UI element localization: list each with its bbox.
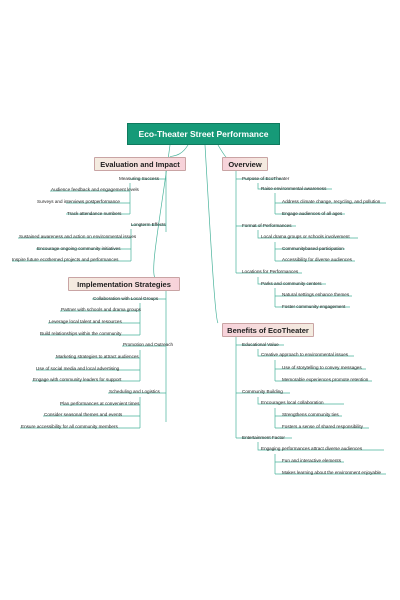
connector-root-benefits <box>204 144 219 324</box>
branch-evaluation[interactable]: Evaluation and Impact <box>94 157 186 171</box>
node-accessibility-diverse[interactable]: Accessibility for diverse audiences <box>282 257 352 262</box>
node-inspire-future[interactable]: Inspire future ecothemed projects and pe… <box>12 257 119 262</box>
root-node[interactable]: Eco-Theater Street Performance <box>127 123 280 145</box>
node-address-climate[interactable]: Address climate change, recycling, and p… <box>282 199 381 204</box>
connector-local <box>257 230 358 239</box>
node-partner-schools[interactable]: Partner with schools and drama groups <box>61 307 141 312</box>
node-collaboration[interactable]: Collaboration with Local Groups <box>93 296 159 301</box>
node-parks[interactable]: Parks and community centers <box>261 281 322 286</box>
connector-root-evaluation <box>169 144 189 158</box>
node-build-relationships[interactable]: Build relationships within the community <box>40 331 122 336</box>
node-entertainment[interactable]: Entertainment Factor <box>242 435 285 440</box>
node-marketing[interactable]: Marketing strategies to attract audience… <box>56 354 139 359</box>
node-social-media[interactable]: Use of social media and local advertisin… <box>36 366 120 371</box>
node-natural-settings[interactable]: Natural settings enhance themes <box>282 292 350 297</box>
node-community-participation[interactable]: Communitybased participation <box>282 246 344 251</box>
node-track-attendance[interactable]: Track attendance numbers <box>67 211 122 216</box>
node-foster-engagement[interactable]: Foster community engagement <box>282 304 346 309</box>
node-promotion[interactable]: Promotion and Outreach <box>123 342 174 347</box>
connector-raise <box>257 183 332 190</box>
node-encourage-initiatives[interactable]: Encourage ongoing community initiatives <box>37 246 121 251</box>
node-scheduling[interactable]: Scheduling and Logistics <box>109 389 160 394</box>
node-purpose[interactable]: Purpose of EcoTheater <box>242 176 290 181</box>
node-storytelling[interactable]: Use of storytelling to convey messages <box>282 365 362 370</box>
node-educational-value[interactable]: Educational Value <box>242 342 279 347</box>
node-plan-performances[interactable]: Plan performances at convenient times <box>60 401 140 406</box>
node-ensure-accessibility[interactable]: Ensure accessibility for all community m… <box>21 424 118 429</box>
connector-creative-items <box>274 360 372 382</box>
node-engaging-performances[interactable]: Engaging performances attract diverse au… <box>261 446 363 451</box>
connector-engaging-items <box>274 454 386 475</box>
node-fun-interactive[interactable]: Fun and interactive elements <box>282 458 341 463</box>
connector-collab-items <box>40 303 141 336</box>
node-local-collaboration[interactable]: Encourages local collaboration <box>261 400 324 405</box>
node-audience-feedback[interactable]: Audience feedback and engagement levels <box>51 187 139 192</box>
connector-encourage-items <box>274 408 369 429</box>
node-shared-responsibility[interactable]: Fosters a sense of shared responsibility <box>282 424 363 429</box>
node-creative-approach[interactable]: Creative approach to environmental issue… <box>261 352 349 357</box>
node-community-building[interactable]: Community Building <box>242 389 283 394</box>
connector-longterm-items <box>12 237 131 262</box>
node-strengthens-ties[interactable]: Strengthens community ties <box>282 412 339 417</box>
connector-creative <box>257 349 354 357</box>
connector-overview-children <box>236 178 302 274</box>
connector-root-overview <box>217 144 227 158</box>
connector-parks-items <box>274 288 352 308</box>
connector-sched-items <box>20 397 141 429</box>
node-learning-enjoyable[interactable]: Makes learning about the environment enj… <box>282 470 382 475</box>
node-sustained-awareness[interactable]: Sustained awareness and action on enviro… <box>19 234 137 239</box>
node-leverage-talent[interactable]: Leverage local talent and resources <box>49 319 122 324</box>
branch-overview[interactable]: Overview <box>222 157 268 171</box>
node-surveys[interactable]: Surveys and interviews postperformance <box>37 199 120 204</box>
node-community-leaders[interactable]: Engage with community leaders for suppor… <box>33 377 122 382</box>
node-raise-awareness[interactable]: Raise environmental awareness <box>261 186 327 191</box>
node-locations[interactable]: Locations for Performances <box>242 269 299 274</box>
node-seasonal-themes[interactable]: Consider seasonal themes and events <box>44 412 123 417</box>
node-format[interactable]: Format of Performances <box>242 223 292 228</box>
connector-promo-items <box>32 350 141 382</box>
connector-encourage <box>257 397 344 405</box>
connector-engaging <box>257 442 384 451</box>
branch-implementation[interactable]: Implementation Strategies <box>68 277 180 291</box>
node-memorable[interactable]: Memorable experiences promote retention <box>282 377 369 382</box>
branch-benefits[interactable]: Benefits of EcoTheater <box>222 323 314 337</box>
node-local-drama[interactable]: Local drama groups or schools involvemen… <box>261 234 350 239</box>
node-longterm-effects[interactable]: Longterm Effects <box>131 222 166 227</box>
node-measuring-success[interactable]: Measuring Success <box>119 176 160 181</box>
node-engage-ages[interactable]: Engage audiences of all ages <box>282 211 343 216</box>
connector-parks <box>257 277 326 285</box>
connector-raise-items <box>274 193 386 215</box>
connector-measuring-items <box>50 190 130 215</box>
connector-benefits-children <box>236 344 292 439</box>
connector-local-items <box>274 242 355 262</box>
